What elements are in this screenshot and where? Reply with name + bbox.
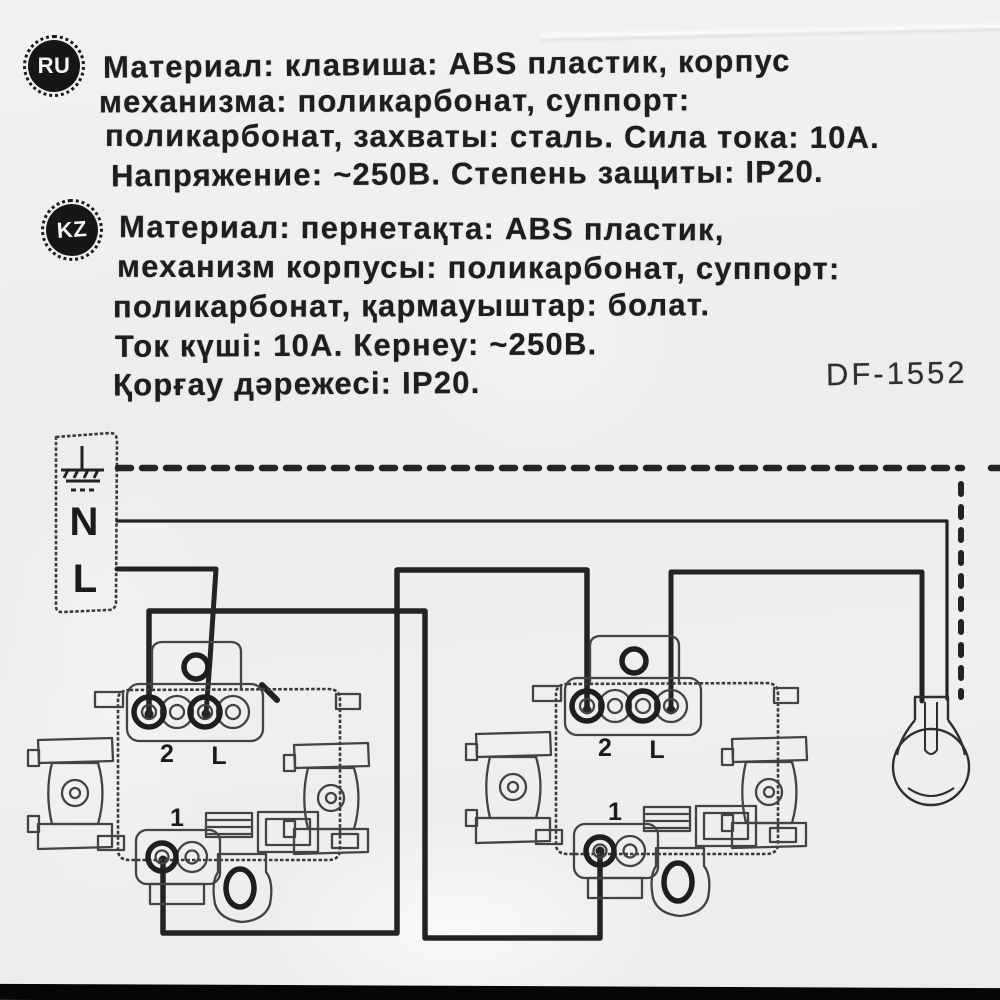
lamp-icon <box>891 695 971 807</box>
supply-box: N L <box>54 431 119 614</box>
kz-text-line: Ток күші: 10А. Кернеу: ~250В. <box>114 326 598 364</box>
line-terminal-label: L <box>73 557 97 601</box>
kz-language-badge: KZ <box>38 196 106 264</box>
wires <box>114 464 1000 941</box>
lamp-wire <box>668 569 925 713</box>
kz-spec-text: Материал: пернетақта: ABS пластик, механ… <box>112 209 841 403</box>
model-number: DF-1552 <box>825 354 968 393</box>
ru-text-line: механизма: поликарбонат, суппорт: <box>98 81 691 119</box>
lamp-filament <box>924 702 938 755</box>
neutral-terminal-label: N <box>70 500 99 544</box>
kz-text-line: поликарбонат, қармауыштар: болат. <box>112 287 711 325</box>
kz-text-line: Материал: пернетақта: ABS пластик, <box>118 209 725 248</box>
wiring-diagram: 2 L 1 <box>0 431 1000 941</box>
kz-text-line: Қорғау дәрежесі: IP20. <box>112 365 481 403</box>
earth-ground-symbol <box>61 446 104 492</box>
ru-text-line: Напряжение: ~250В. Степень защиты: IP20. <box>110 153 824 193</box>
wire-terminal-dots <box>144 705 676 865</box>
neutral-wire <box>115 519 949 701</box>
ru-spec-text: Материал: клавиша: ABS пластик, корпус м… <box>99 43 880 193</box>
kz-badge-label: KZ <box>55 215 88 244</box>
ru-badge-label: RU <box>37 53 71 78</box>
switch-mechanism-1 <box>28 642 369 922</box>
bag-crease <box>539 20 1000 44</box>
traveler-wire-1 <box>146 608 603 941</box>
line-wire <box>114 566 219 717</box>
ru-text-line: Материал: клавиша: ABS пластик, корпус <box>102 43 791 85</box>
ru-text-line: поликарбонат, захваты: сталь. Сила тока:… <box>104 117 880 156</box>
kz-text-line: механизм корпусы: поликарбонат, суппорт: <box>116 248 841 286</box>
pointer-mark <box>259 682 280 703</box>
traveler-wire-2 <box>160 567 590 936</box>
switch-mechanism-2 <box>466 636 807 916</box>
ru-language-badge: RU <box>23 35 85 97</box>
